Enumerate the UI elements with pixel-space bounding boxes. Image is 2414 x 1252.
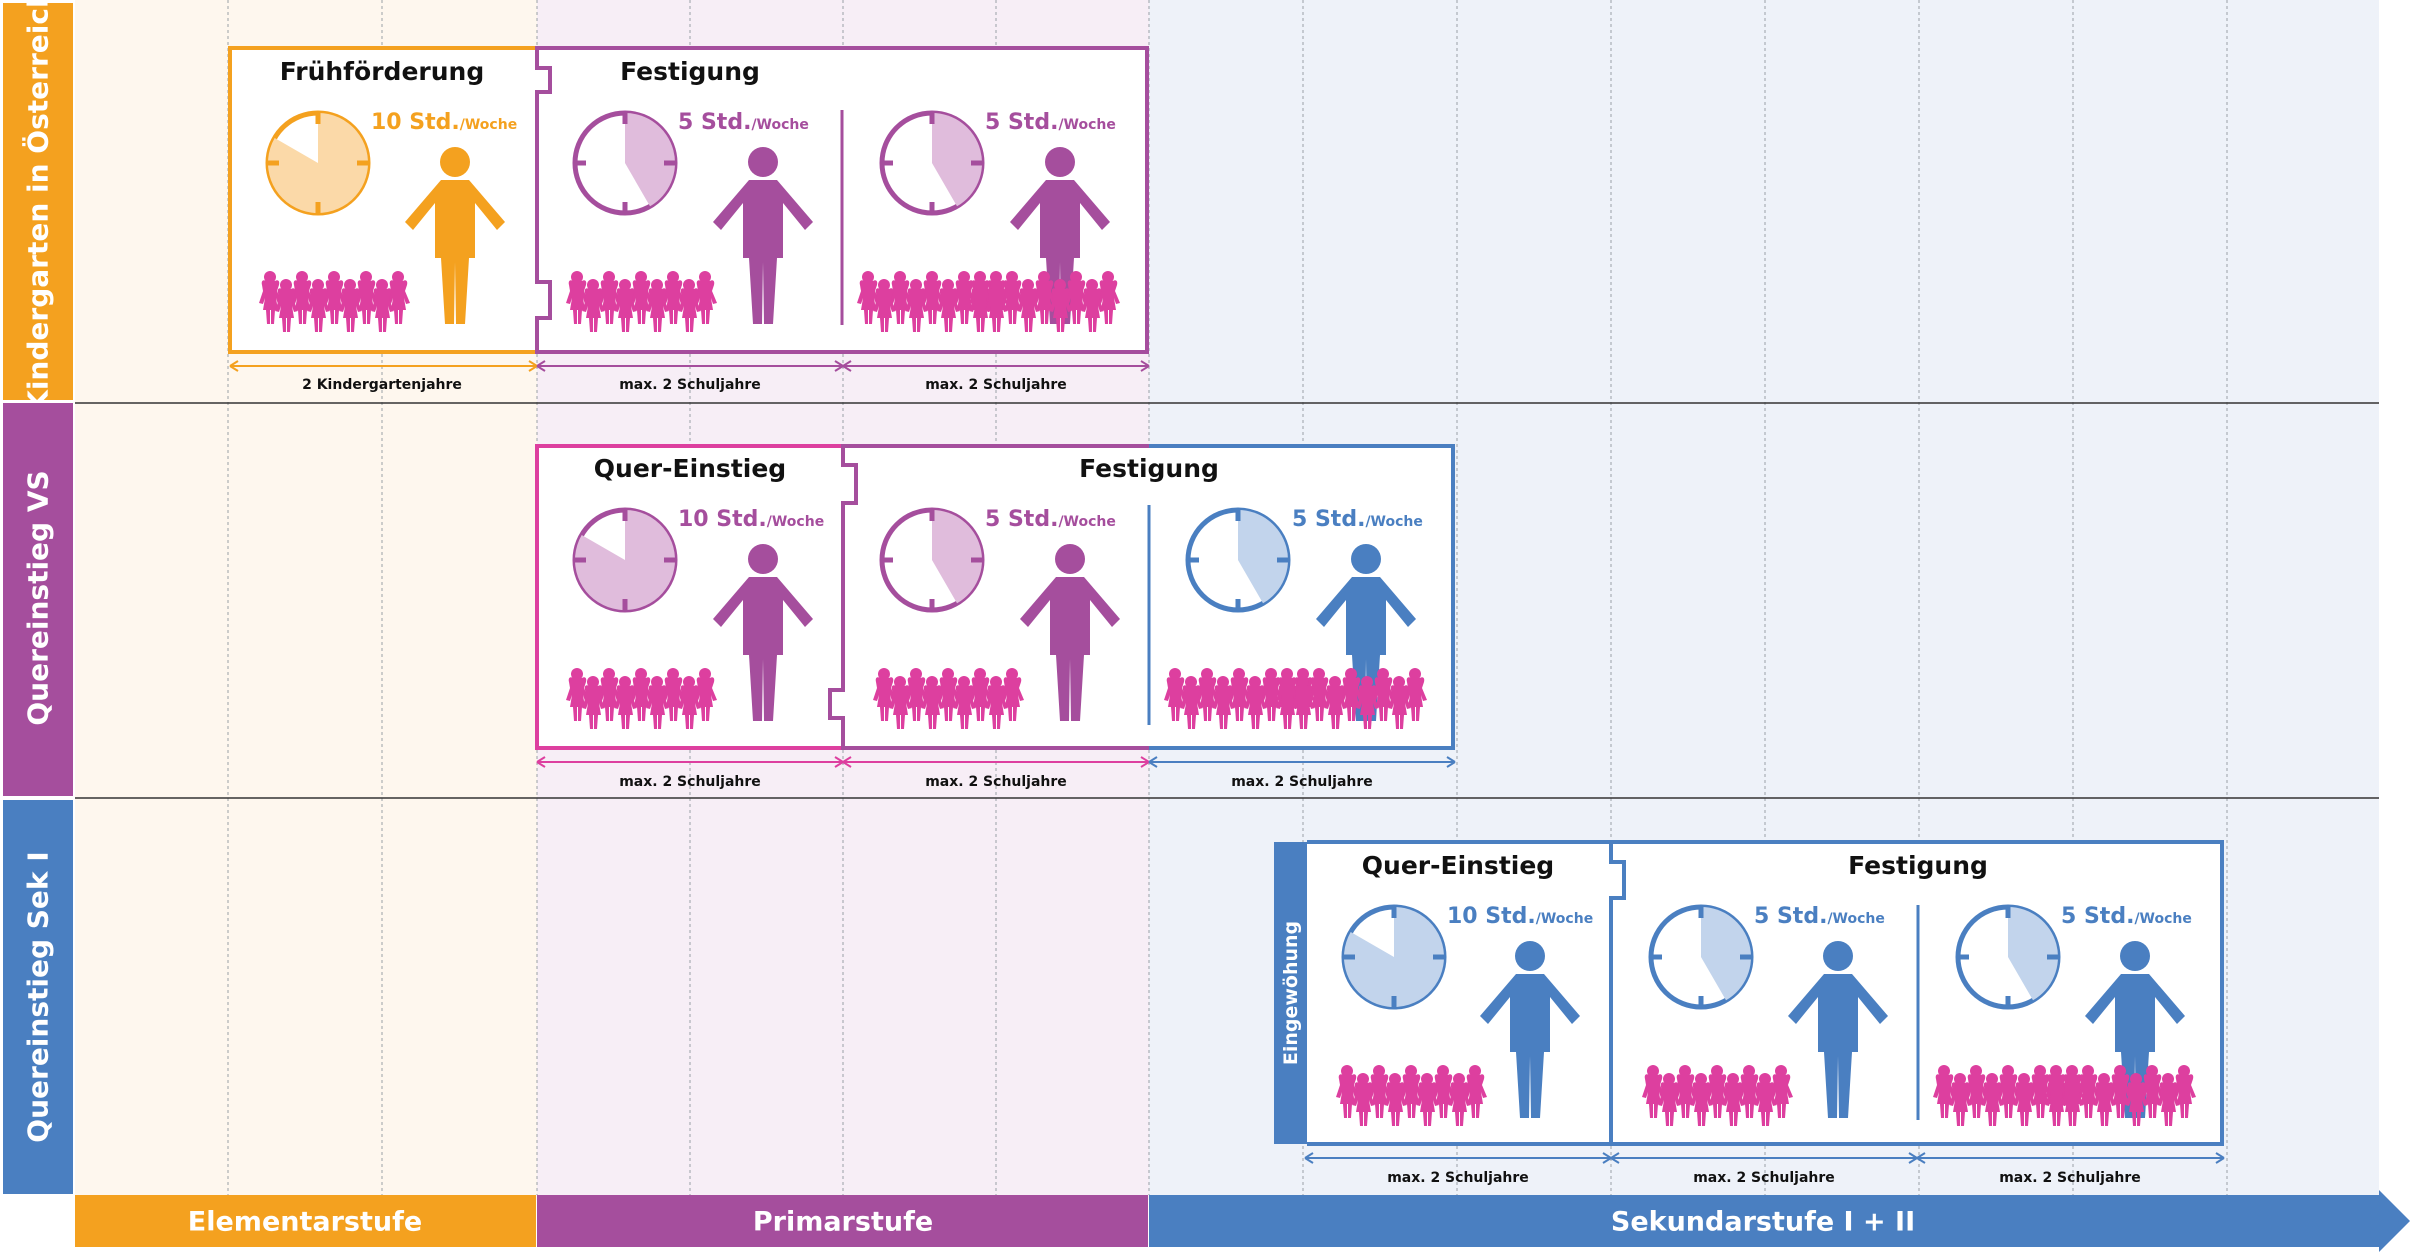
span-arrows	[229, 360, 1150, 372]
hours-label: 10 Std./Woche	[371, 110, 517, 135]
span-label: max. 2 Schuljahre	[1231, 774, 1373, 790]
box-title: Frühförderung	[280, 57, 484, 86]
row-label-text: Kindergarten in Österreich	[21, 0, 55, 412]
span-label: max. 2 Schuljahre	[619, 774, 761, 790]
box-title: Festigung	[620, 57, 760, 86]
row-label-text: Quereinstieg Sek I	[22, 851, 55, 1142]
row-label-kindergarten	[3, 3, 73, 400]
hours-label: 5 Std./Woche	[2061, 904, 2192, 929]
stage-elementarstufe	[75, 1195, 536, 1247]
box-title: Quer-Einstieg	[1362, 851, 1554, 880]
box-title: Quer-Einstieg	[594, 454, 786, 483]
span-label: max. 2 Schuljahre	[1693, 1170, 1835, 1186]
hours-label: 5 Std./Woche	[985, 110, 1116, 135]
hours-label: 5 Std./Woche	[1754, 904, 1885, 929]
box-title: Festigung	[1079, 454, 1219, 483]
clock-icon	[1955, 904, 2061, 1010]
clock-icon	[1648, 904, 1754, 1010]
span-label: max. 2 Schuljahre	[925, 377, 1067, 393]
stage-label: Sekundarstufe I + II	[1611, 1207, 1915, 1238]
clock-icon	[879, 110, 985, 216]
hours-label: 10 Std./Woche	[678, 507, 824, 532]
stage-sekundarstufe-arrow	[1149, 1190, 2410, 1252]
span-label: max. 2 Schuljahre	[925, 774, 1067, 790]
eingewoehnung-label: Eingewöhung	[1280, 921, 1302, 1065]
hours-label: 5 Std./Woche	[678, 110, 809, 135]
span-label: max. 2 Schuljahre	[619, 377, 761, 393]
clock-icon	[879, 507, 985, 613]
span-label: max. 2 Schuljahre	[1387, 1170, 1529, 1186]
hours-label: 5 Std./Woche	[985, 507, 1116, 532]
stage-label: Primarstufe	[753, 1207, 933, 1238]
clock-icon	[572, 507, 678, 613]
span-label: 2 Kindergartenjahre	[302, 377, 462, 393]
span-arrows	[536, 756, 1456, 768]
box-title: Festigung	[1848, 851, 1988, 880]
hours-label: 10 Std./Woche	[1447, 904, 1593, 929]
hours-label: 5 Std./Woche	[1292, 507, 1423, 532]
span-arrows	[1304, 1152, 2225, 1164]
span-label: max. 2 Schuljahre	[1999, 1170, 2141, 1186]
clock-icon	[265, 110, 371, 216]
stage-label: Elementarstufe	[188, 1207, 422, 1238]
row-label-quereinstieg-sek	[3, 800, 73, 1194]
row-label-text: Quereinstieg VS	[22, 470, 55, 725]
row-label-quereinstieg-vs	[3, 403, 73, 796]
eingewoehnung-bar	[1274, 842, 1307, 1144]
stage-primarstufe	[537, 1195, 1148, 1247]
clock-icon	[1185, 507, 1291, 613]
clock-icon	[572, 110, 678, 216]
box-festigung-vs-sek	[1149, 444, 1455, 750]
clock-icon	[1341, 904, 1447, 1010]
